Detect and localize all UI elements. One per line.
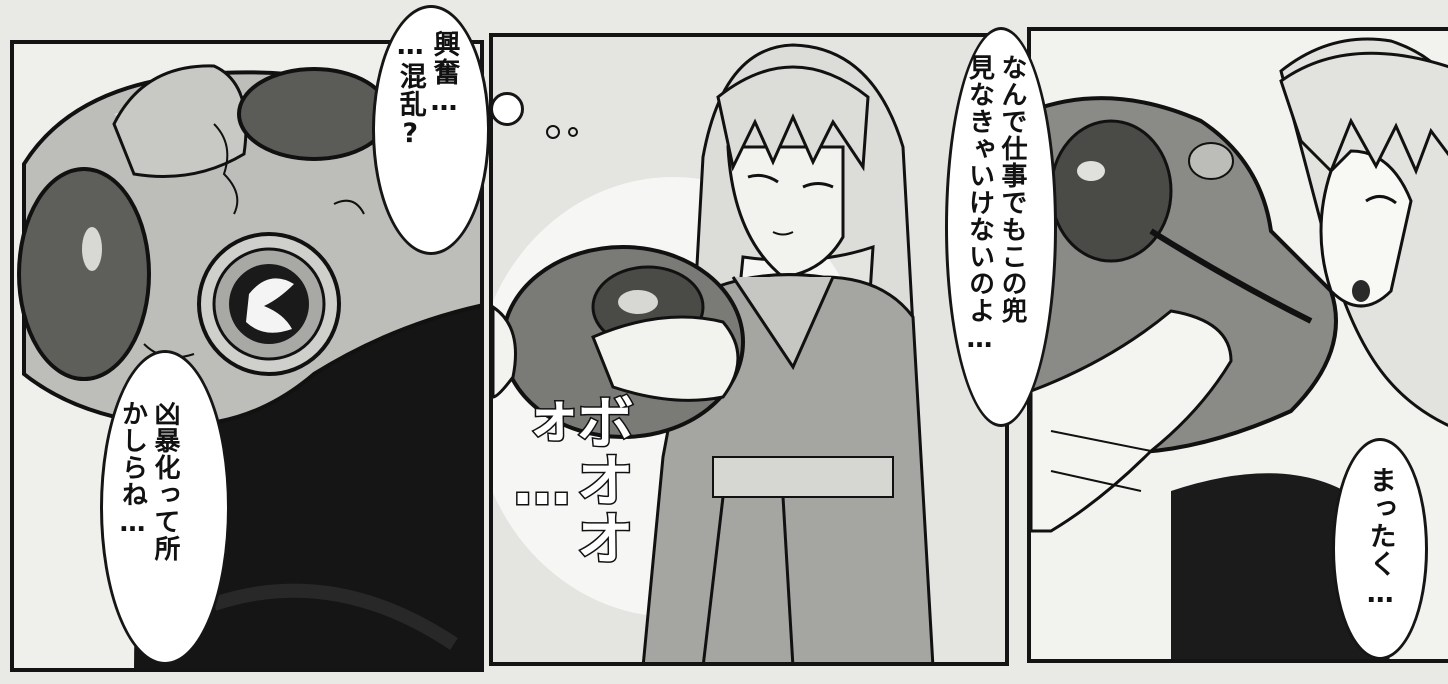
- speech-bubble-rampage: [100, 350, 230, 665]
- sfx-outline: ボオオォ…: [507, 391, 636, 568]
- panel-middle: ボオオォ… ボオオォ…: [489, 33, 1009, 666]
- speech-bubble-why-work: [945, 27, 1057, 427]
- speech-text-rampage: 凶暴化って所かしらね…: [117, 400, 181, 562]
- sfx-boooo: ボオオォ…: [508, 392, 634, 566]
- speech-text-excited: 興奮……混乱?: [394, 30, 460, 150]
- speech-bubble-excited: [372, 5, 490, 255]
- speech-bubble-tail: [490, 92, 524, 126]
- speech-text-geez: まったく…: [1364, 466, 1396, 610]
- woman-holding-helmet-illustration: [493, 37, 1005, 662]
- speech-bubble-geez: [1332, 438, 1428, 660]
- speech-text-why-work: なんで仕事でもこの兜見なきゃいけないのよ…: [964, 54, 1028, 355]
